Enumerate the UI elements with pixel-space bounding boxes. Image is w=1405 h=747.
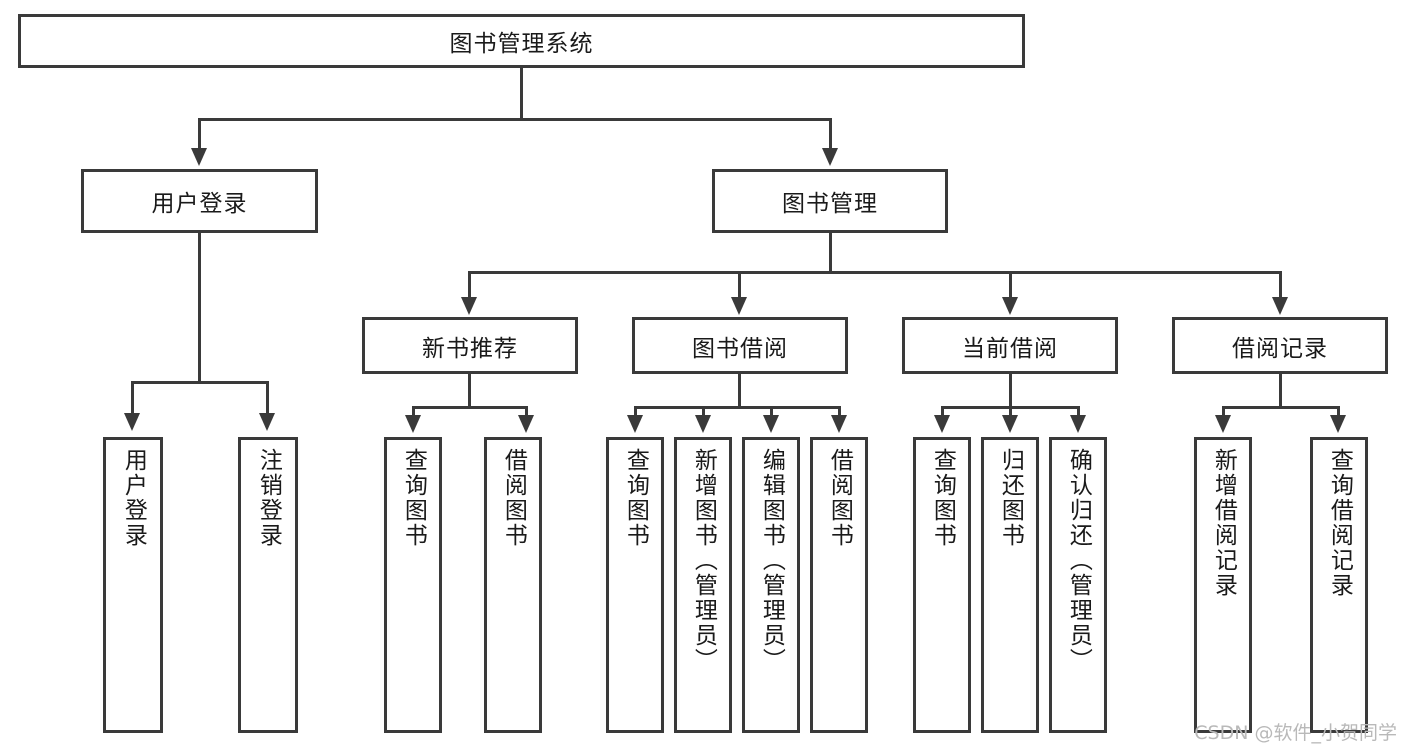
edge-user-login-leaf-1 <box>131 381 134 416</box>
arrowhead-book-management <box>822 148 838 166</box>
csdn-watermark: CSDN @软件_小贺同学 <box>1194 722 1397 744</box>
leaf-label: 新增图书（管理员） <box>690 448 717 673</box>
node-label: 用户登录 <box>151 191 248 217</box>
node-borrow-record[interactable]: 借阅记录 <box>1172 317 1388 374</box>
arrowhead-leaf-current-borrow-3 <box>1070 415 1086 433</box>
leaf-label: 查询借阅记录 <box>1326 448 1353 598</box>
edge-borrow-record-leaf-1 <box>1222 406 1225 418</box>
leaf-user-login-logout[interactable]: 注销登录 <box>238 437 298 733</box>
edge-book-borrow-stem <box>738 374 741 408</box>
edge-bm-to-current-borrow <box>1009 271 1012 301</box>
node-current-borrow[interactable]: 当前借阅 <box>902 317 1118 374</box>
leaf-book-borrow-edit-book-admin[interactable]: 编辑图书（管理员） <box>742 437 800 733</box>
node-label: 借阅记录 <box>1232 335 1328 362</box>
arrowhead-leaf-book-borrow-2 <box>695 415 711 433</box>
edge-root-bus <box>198 118 832 121</box>
node-label: 当前借阅 <box>962 335 1058 362</box>
edge-current-borrow-leaf-3 <box>1077 406 1080 418</box>
arrowhead-current-borrow <box>1002 297 1018 315</box>
edge-root-to-book-management <box>829 118 832 151</box>
node-book-management[interactable]: 图书管理 <box>712 169 948 233</box>
arrowhead-leaf-current-borrow-2 <box>1002 415 1018 433</box>
leaf-label: 借阅图书 <box>826 448 853 548</box>
arrowhead-leaf-book-borrow-3 <box>763 415 779 433</box>
arrowhead-leaf-new-book-1 <box>405 415 421 433</box>
leaf-label: 归还图书 <box>997 448 1024 548</box>
edge-root-stem <box>520 68 523 120</box>
leaf-label: 借阅图书 <box>500 448 527 548</box>
arrowhead-leaf-user-login-2 <box>259 413 275 431</box>
node-book-borrow[interactable]: 图书借阅 <box>632 317 848 374</box>
node-label: 图书管理系统 <box>449 31 594 57</box>
edge-bm-to-new-book <box>468 271 471 301</box>
leaf-book-borrow-add-book-admin[interactable]: 新增图书（管理员） <box>674 437 732 733</box>
arrowhead-leaf-user-login-1 <box>124 413 140 431</box>
leaf-label: 查询图书 <box>929 448 956 548</box>
arrowhead-leaf-new-book-2 <box>518 415 534 433</box>
leaf-book-borrow-borrow-books[interactable]: 借阅图书 <box>810 437 868 733</box>
leaf-label: 查询图书 <box>400 448 427 548</box>
arrowhead-leaf-borrow-record-2 <box>1330 415 1346 433</box>
leaf-new-book-borrow-books[interactable]: 借阅图书 <box>484 437 542 733</box>
edge-new-book-leaf-2 <box>525 406 528 418</box>
edge-user-login-bus <box>131 381 269 384</box>
edge-book-borrow-leaf-3 <box>770 406 773 418</box>
node-label: 图书借阅 <box>692 335 788 362</box>
edge-new-book-stem <box>468 374 471 408</box>
arrowhead-borrow-record <box>1272 297 1288 315</box>
edge-new-book-leaf-1 <box>412 406 415 418</box>
node-user-login[interactable]: 用户登录 <box>81 169 318 233</box>
edge-current-borrow-leaf-2 <box>1009 406 1012 418</box>
arrowhead-leaf-book-borrow-1 <box>627 415 643 433</box>
edge-user-login-leaf-2 <box>266 381 269 416</box>
leaf-borrow-record-add-record[interactable]: 新增借阅记录 <box>1194 437 1252 733</box>
leaf-label: 注销登录 <box>255 448 282 548</box>
leaf-label: 查询图书 <box>622 448 649 548</box>
edge-borrow-record-stem <box>1279 374 1282 408</box>
leaf-label: 确认归还（管理员） <box>1065 448 1092 673</box>
arrowhead-new-book-recommend <box>461 297 477 315</box>
leaf-current-borrow-confirm-return-admin[interactable]: 确认归还（管理员） <box>1049 437 1107 733</box>
node-label: 新书推荐 <box>422 335 518 362</box>
edge-book-borrow-bus <box>634 406 840 409</box>
edge-borrow-record-leaf-2 <box>1337 406 1340 418</box>
edge-book-management-stem <box>829 233 832 273</box>
edge-book-borrow-leaf-4 <box>838 406 841 418</box>
leaf-book-borrow-query-books[interactable]: 查询图书 <box>606 437 664 733</box>
leaf-current-borrow-query-books[interactable]: 查询图书 <box>913 437 971 733</box>
node-new-book-recommend[interactable]: 新书推荐 <box>362 317 578 374</box>
leaf-label: 新增借阅记录 <box>1210 448 1237 598</box>
node-root-book-management-system[interactable]: 图书管理系统 <box>18 14 1025 68</box>
edge-book-borrow-leaf-2 <box>702 406 705 418</box>
arrowhead-user-login <box>191 148 207 166</box>
edge-current-borrow-leaf-1 <box>941 406 944 418</box>
leaf-user-login-login[interactable]: 用户登录 <box>103 437 163 733</box>
edge-current-borrow-stem <box>1009 374 1012 408</box>
edge-borrow-record-bus <box>1222 406 1340 409</box>
edge-root-to-user-login <box>198 118 201 151</box>
edge-new-book-bus <box>412 406 528 409</box>
edge-book-management-bus <box>468 271 1282 274</box>
arrowhead-leaf-borrow-record-1 <box>1215 415 1231 433</box>
leaf-current-borrow-return-books[interactable]: 归还图书 <box>981 437 1039 733</box>
node-label: 图书管理 <box>782 191 878 217</box>
leaf-borrow-record-query-record[interactable]: 查询借阅记录 <box>1310 437 1368 733</box>
leaf-label: 编辑图书（管理员） <box>758 448 785 673</box>
edge-bm-to-borrow-record <box>1279 271 1282 301</box>
arrowhead-book-borrow <box>731 297 747 315</box>
leaf-label: 用户登录 <box>120 448 147 548</box>
edge-bm-to-book-borrow <box>738 271 741 301</box>
edge-user-login-stem <box>198 233 201 383</box>
edge-book-borrow-leaf-1 <box>634 406 637 418</box>
arrowhead-leaf-book-borrow-4 <box>831 415 847 433</box>
leaf-new-book-query-books[interactable]: 查询图书 <box>384 437 442 733</box>
arrowhead-leaf-current-borrow-1 <box>934 415 950 433</box>
